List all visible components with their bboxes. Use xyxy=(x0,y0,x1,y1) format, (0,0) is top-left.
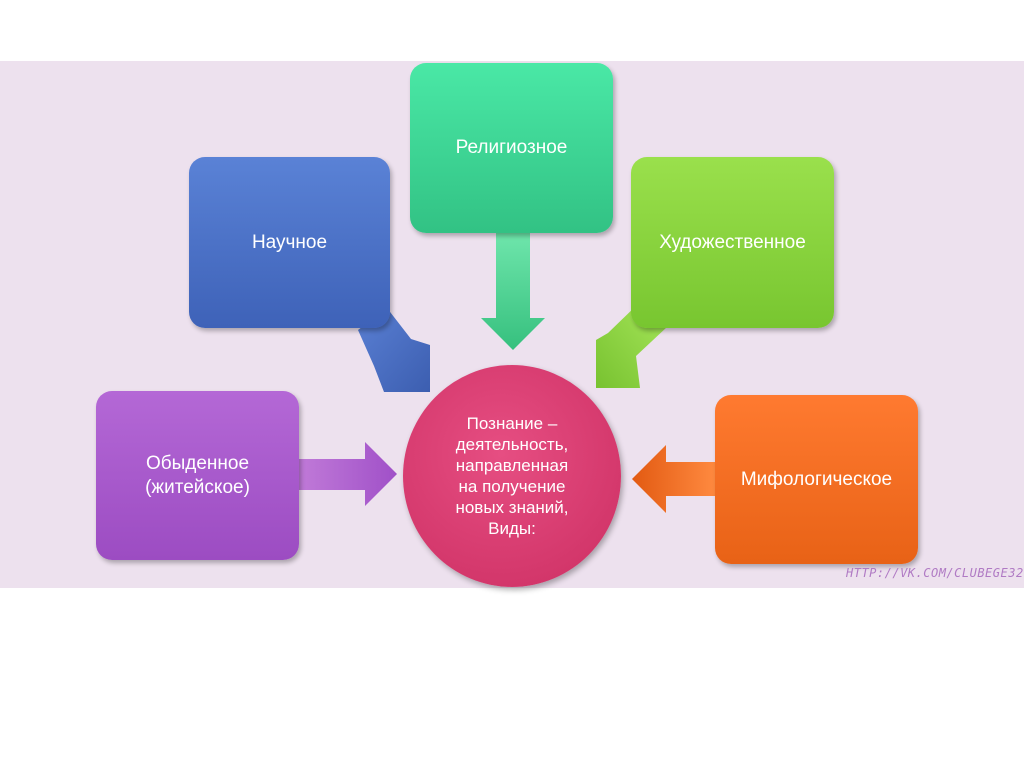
node-hudozhestvennoe-label: Художественное xyxy=(659,231,806,253)
node-nauchnoe-label: Научное xyxy=(251,231,328,253)
node-obydennoe: Обыденное (житейское) xyxy=(96,391,299,560)
node-hudozhestvennoe: Художественное xyxy=(631,157,834,328)
node-religioznoe: Религиозное xyxy=(410,63,613,233)
arrow-obydennoe xyxy=(299,442,397,506)
arrow-religioznoe xyxy=(481,232,545,350)
arrow-nauchnoe xyxy=(358,308,430,392)
watermark-text: HTTP://VK.COM/CLUBEGE32 xyxy=(846,566,1024,580)
node-mifologicheskoe: Мифологическое xyxy=(715,395,918,564)
node-mifologicheskoe-label: Мифологическое xyxy=(740,468,893,490)
center-circle-label: Познание – деятельность, направленная на… xyxy=(455,414,569,538)
watermark: HTTP://VK.COM/CLUBEGE32 xyxy=(846,566,1023,580)
node-obydennoe-label: Обыденное (житейское) xyxy=(145,452,250,498)
arrow-mifologicheskoe xyxy=(632,445,716,513)
node-nauchnoe: Научное xyxy=(189,157,390,328)
center-circle: Познание – деятельность, направленная на… xyxy=(403,365,621,587)
node-religioznoe-label: Религиозное xyxy=(455,137,568,158)
